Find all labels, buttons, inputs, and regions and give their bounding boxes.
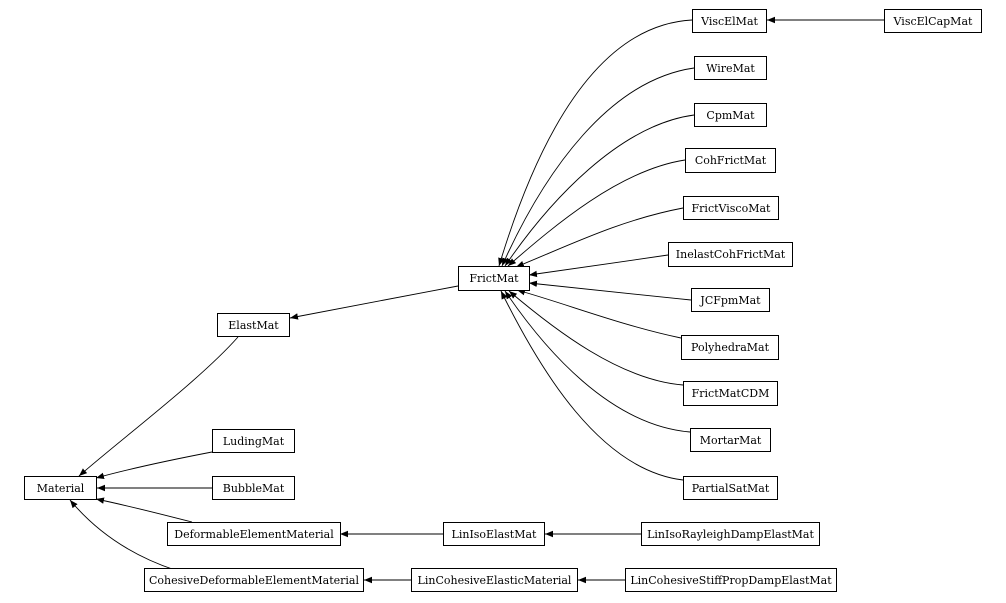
edge-inelastcohfrictmat-frictmat xyxy=(528,254,669,278)
node-linisoelastmat[interactable]: LinIsoElastMat xyxy=(443,522,545,546)
node-label: FrictMat xyxy=(469,272,519,285)
node-label: InelastCohFrictMat xyxy=(676,248,786,261)
edges xyxy=(69,16,884,584)
edge-ludingmat-material xyxy=(95,451,213,479)
node-lincohesiveelasticmaterial[interactable]: LinCohesiveElasticMaterial xyxy=(411,568,578,592)
node-frictmat[interactable]: FrictMat xyxy=(458,266,530,291)
edge-frictmat-elastmat xyxy=(289,285,459,320)
node-linisorayleighdampelastmat[interactable]: LinIsoRayleighDampElastMat xyxy=(641,522,820,546)
node-label: ViscElCapMat xyxy=(893,15,973,28)
node-partialsatmat[interactable]: PartialSatMat xyxy=(683,476,778,500)
edge-cohfrictmat-frictmat xyxy=(507,159,686,267)
node-lincohesivestiffpropdampelastmat[interactable]: LinCohesiveStiffPropDampElastMat xyxy=(625,568,837,592)
edge-wiremat-frictmat xyxy=(501,67,695,267)
node-material[interactable]: Material xyxy=(24,476,97,500)
edge-polyhedramat-frictmat xyxy=(516,289,682,339)
node-label: CohFrictMat xyxy=(695,154,767,167)
edge-deformable-material xyxy=(95,497,193,523)
node-label: MortarMat xyxy=(700,434,762,447)
node-label: FrictViscoMat xyxy=(692,202,772,215)
node-label: FrictMatCDM xyxy=(692,387,770,400)
node-cpmmat[interactable]: CpmMat xyxy=(694,103,767,127)
edge-partialsatmat-frictmat xyxy=(500,290,684,481)
node-label: DeformableElementMaterial xyxy=(174,528,334,541)
nodes: Material ElastMat LudingMat BubbleMat De… xyxy=(24,9,982,592)
node-bubblemat[interactable]: BubbleMat xyxy=(212,476,295,500)
node-label: WireMat xyxy=(706,62,755,75)
node-label: PolyhedraMat xyxy=(691,341,770,354)
node-label: BubbleMat xyxy=(223,482,285,495)
node-deformableelementmaterial[interactable]: DeformableElementMaterial xyxy=(167,522,341,546)
node-elastmat[interactable]: ElastMat xyxy=(217,313,290,337)
edge-jcfpmmat-frictmat xyxy=(528,280,692,301)
node-jcfpmmat[interactable]: JCFpmMat xyxy=(691,288,770,312)
node-viscelmat[interactable]: ViscElMat xyxy=(692,9,767,33)
node-label: PartialSatMat xyxy=(692,482,770,495)
node-frictmatcdm[interactable]: FrictMatCDM xyxy=(683,381,778,406)
node-inelastcohfrictmat[interactable]: InelastCohFrictMat xyxy=(668,242,793,267)
edge-frictviscomat-frictmat xyxy=(515,207,684,268)
node-ludingmat[interactable]: LudingMat xyxy=(212,429,295,453)
node-label: LinCohesiveElasticMaterial xyxy=(418,574,572,587)
node-label: LinIsoElastMat xyxy=(452,528,538,541)
node-label: LudingMat xyxy=(223,435,285,448)
node-label: Material xyxy=(37,482,85,495)
edge-frictmatcdm-frictmat xyxy=(508,290,684,386)
edge-mortarmat-frictmat xyxy=(504,290,691,433)
node-label: LinIsoRayleighDampElastMat xyxy=(647,528,814,541)
node-label: CpmMat xyxy=(706,109,755,122)
node-cohesivedeformableelementmaterial[interactable]: CohesiveDeformableElementMaterial xyxy=(144,568,364,592)
edge-cohesivedeformable-material xyxy=(69,499,176,571)
node-label: CohesiveDeformableElementMaterial xyxy=(149,574,359,587)
node-label: LinCohesiveStiffPropDampElastMat xyxy=(630,574,832,587)
node-label: JCFpmMat xyxy=(699,294,761,307)
node-label: ElastMat xyxy=(228,319,279,332)
edge-cpmmat-frictmat xyxy=(504,114,695,267)
edge-viscelmat-frictmat xyxy=(498,19,693,267)
node-viscelcapmat[interactable]: ViscElCapMat xyxy=(884,9,982,33)
node-wiremat[interactable]: WireMat xyxy=(694,56,767,80)
node-polyhedramat[interactable]: PolyhedraMat xyxy=(681,335,779,360)
node-frictviscomat[interactable]: FrictViscoMat xyxy=(683,196,779,220)
node-mortarmat[interactable]: MortarMat xyxy=(690,428,771,452)
edge-elastmat-material xyxy=(78,336,239,477)
node-cohfrictmat[interactable]: CohFrictMat xyxy=(685,148,776,173)
node-label: ViscElMat xyxy=(700,15,758,28)
